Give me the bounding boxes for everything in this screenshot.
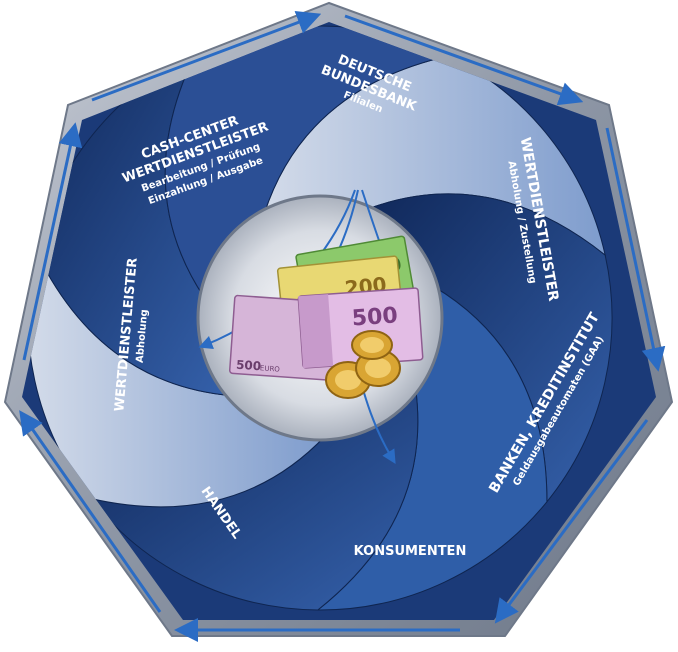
frame-arrow-top-left [91,10,322,102]
frame-arrow-bottom-right [494,419,649,624]
euro-coins [325,330,401,399]
wdl-left-subtitle: Abholung [135,309,151,363]
konsumenten-title: KONSUMENTEN [354,544,467,559]
frame-arrow-bottom-left [19,410,162,613]
swirl-segments [27,25,613,611]
frame-arrows [19,10,666,642]
frame-arrow-left [22,122,83,361]
note-500-small-value: 500 [236,358,262,374]
banknotes-illustration: 100 200 500 EURO 500 [228,235,424,399]
euro-word: EURO [260,364,281,373]
frame-arrow-top-right [344,14,584,106]
note-500-value: 500 [351,303,399,331]
frame-arrow-right [605,127,666,372]
